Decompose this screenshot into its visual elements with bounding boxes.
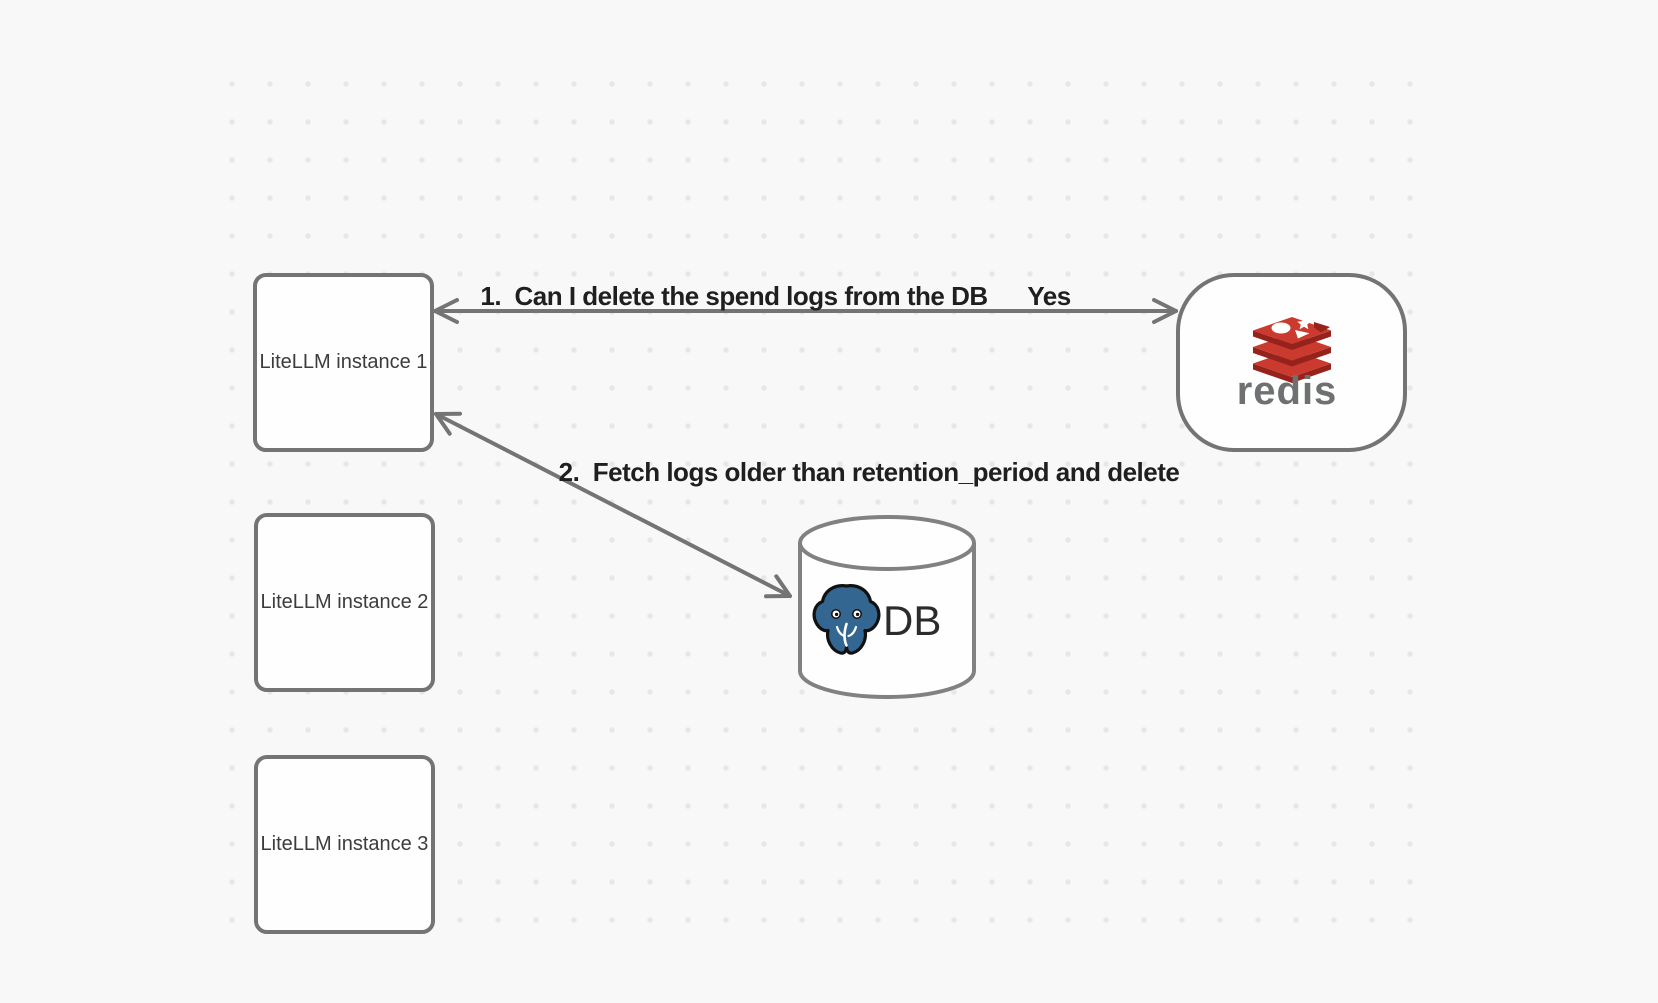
redis-logo-icon [1252,317,1331,383]
litellm-instance-2-label: LiteLLM instance 2 [260,591,429,613]
edge2-label[interactable]: 2. Fetch logs older than retention_perio… [558,457,1180,487]
litellm-instance-1-label: LiteLLM instance 1 [259,351,428,373]
edge1-response-label[interactable]: Yes [1027,281,1071,311]
node-litellm-instance-1[interactable]: LiteLLM instance 1 [253,273,434,452]
db-label: DB [883,597,942,644]
node-litellm-instance-3[interactable]: LiteLLM instance 3 [254,755,435,934]
litellm-instance-3-label: LiteLLM instance 3 [260,833,429,855]
redis-wordmark: redis [1236,369,1338,413]
node-litellm-instance-2[interactable]: LiteLLM instance 2 [254,513,435,692]
node-redis[interactable] [1176,273,1407,452]
postgresql-elephant-icon [812,584,881,655]
edge1-label[interactable]: 1. Can I delete the spend logs from the … [480,281,988,311]
